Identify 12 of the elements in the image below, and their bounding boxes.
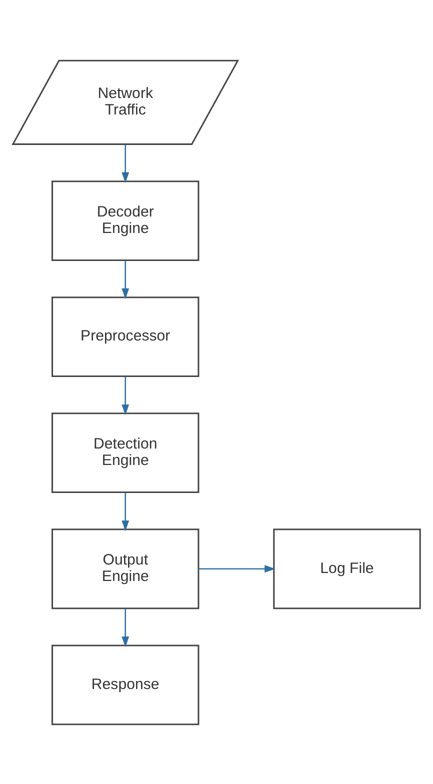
arrow: [122, 608, 130, 647]
node-box: Response: [52, 644, 200, 725]
node-box: Output Engine: [52, 528, 200, 609]
arrow: [122, 260, 130, 299]
node-box: Preprocessor: [52, 296, 200, 376]
node-box: Detection Engine: [52, 412, 200, 493]
arrow: [122, 492, 130, 531]
node-box: Log File: [273, 528, 421, 609]
arrow: [122, 376, 130, 415]
node-box: Decoder Engine: [52, 180, 200, 260]
arrow: [198, 564, 276, 572]
arrow: [122, 144, 130, 182]
